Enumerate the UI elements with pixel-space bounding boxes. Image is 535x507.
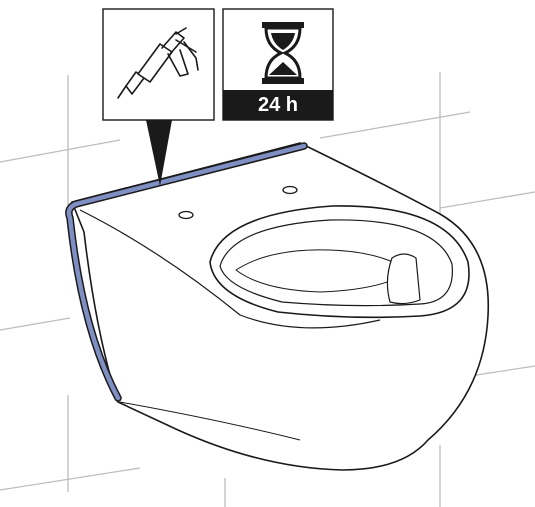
wall-tile-grid [0,72,535,507]
caulking-gun-icon [117,27,199,99]
toilet-side-crease [119,401,301,441]
hourglass-icon [262,22,304,84]
toilet-flush-spout [386,253,421,305]
sealant-bead-fill [66,143,307,401]
curing-time-label: 24 h [223,90,333,120]
mounting-hole-right [282,185,298,195]
mounting-hole-left [178,210,194,220]
pointer-arrow [146,120,172,186]
toilet-top-ridge [79,209,381,329]
sealant-panel [102,8,215,121]
